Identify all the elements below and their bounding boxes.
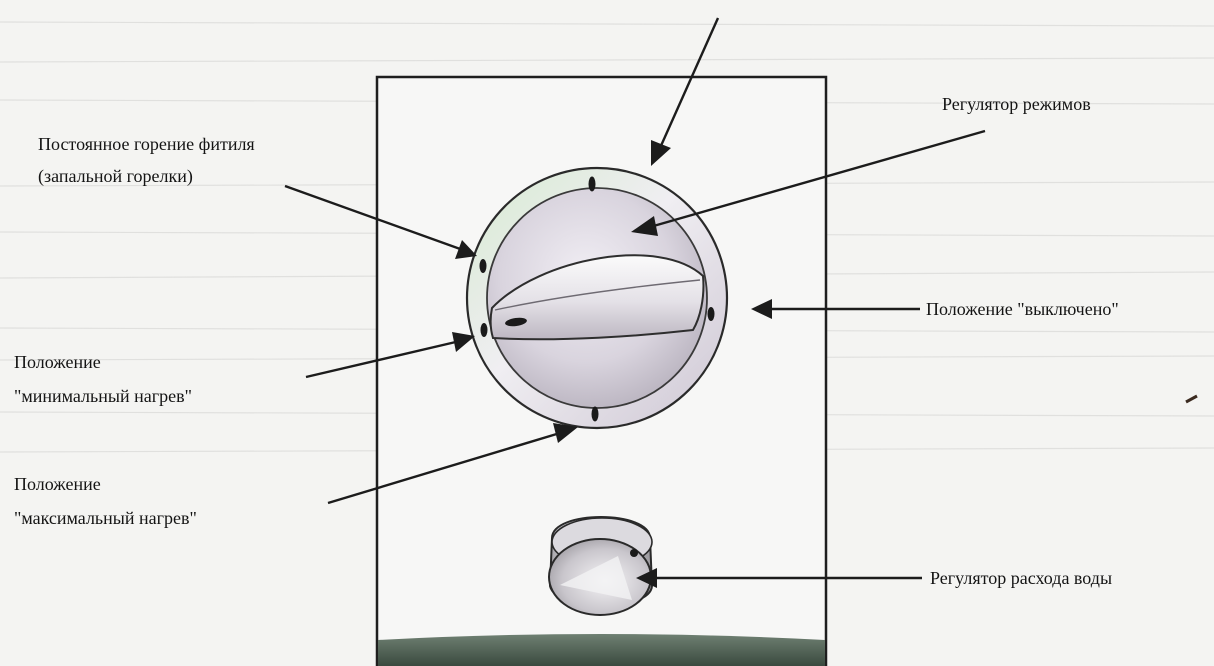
tick-mark-pilot [479, 259, 487, 273]
arrows [284, 17, 986, 588]
labels: Постоянное горение фитиля (запальной гор… [14, 94, 1119, 588]
arrow-pilot-flame [284, 184, 477, 259]
panel-bottom-band [378, 634, 825, 666]
tick-mark-off [707, 307, 715, 321]
label-min-heat-line1: Положение [14, 352, 101, 372]
arrow-top [651, 17, 720, 166]
label-off-position: Положение "выключено" [926, 299, 1119, 319]
arrow-min-heat [305, 332, 475, 379]
label-max-heat-line1: Положение [14, 474, 101, 494]
handle-pointer-mark [505, 317, 527, 327]
arrow-max-heat [327, 423, 578, 505]
label-max-heat-line2: "максимальный нагрев" [14, 508, 197, 528]
tick-mark-top [588, 176, 596, 192]
knob-dot [630, 549, 638, 557]
label-pilot-flame-line1: Постоянное горение фитиля [38, 134, 255, 154]
mode-regulator-dial[interactable] [465, 166, 729, 430]
label-pilot-flame-line2: (запальной горелки) [38, 166, 193, 187]
stray-mark [1185, 394, 1198, 404]
tick-mark-min [480, 323, 488, 337]
water-flow-knob[interactable] [548, 516, 654, 616]
arrow-mode-regulator [631, 129, 986, 236]
tick-mark-max [591, 406, 599, 422]
arrow-water-regulator [636, 568, 922, 588]
arrow-off-position [751, 299, 920, 319]
label-min-heat-line2: "минимальный нагрев" [14, 386, 192, 406]
dial-handle [489, 254, 705, 341]
label-mode-regulator: Регулятор режимов [942, 94, 1091, 114]
label-water-regulator: Регулятор расхода воды [930, 568, 1112, 588]
